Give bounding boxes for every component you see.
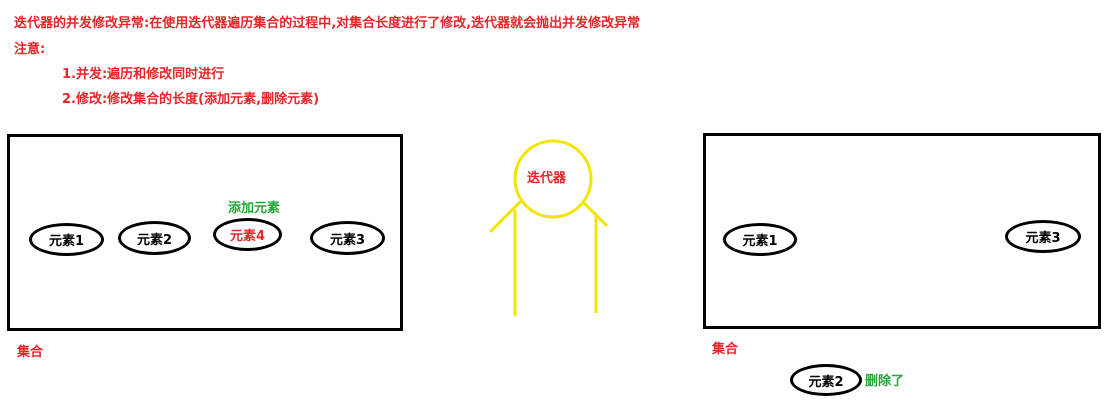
point-modify: 2.修改:修改集合的长度(添加元素,删除元素) <box>62 92 320 107</box>
left-collection-box <box>7 134 403 331</box>
iterator-label: 迭代器 <box>527 171 567 186</box>
point-concurrent: 1.并发:遍历和修改同时进行 <box>62 67 225 82</box>
left-element-1: 元素1 <box>29 223 104 256</box>
left-collection-label: 集合 <box>17 345 44 360</box>
right-collection-label: 集合 <box>712 342 739 357</box>
left-element-3-label: 元素3 <box>329 232 366 248</box>
attention-label: 注意: <box>14 42 46 57</box>
left-element-3: 元素3 <box>310 221 385 255</box>
removed-element-2-label: 元素2 <box>808 374 844 390</box>
left-element-2-label: 元素2 <box>136 232 173 248</box>
right-element-3: 元素3 <box>1005 220 1081 253</box>
heading-text: 迭代器的并发修改异常:在使用迭代器遍历集合的过程中,对集合长度进行了修改,迭代器… <box>14 16 641 31</box>
right-element-1-label: 元素1 <box>742 234 778 249</box>
iterator-left-arm <box>488 198 524 234</box>
removed-label: 删除了 <box>865 374 905 389</box>
added-element-label: 添加元素 <box>228 201 281 216</box>
right-element-1: 元素1 <box>723 223 797 256</box>
left-element-2: 元素2 <box>118 221 191 255</box>
iterator-head <box>513 139 593 219</box>
removed-element-2: 元素2 <box>790 364 862 396</box>
left-element-1-label: 元素1 <box>48 234 85 249</box>
left-element-4-added: 元素4 <box>213 218 282 251</box>
right-collection-box <box>703 133 1101 329</box>
right-element-3-label: 元素3 <box>1025 231 1061 246</box>
left-element-4-label: 元素4 <box>229 229 266 244</box>
